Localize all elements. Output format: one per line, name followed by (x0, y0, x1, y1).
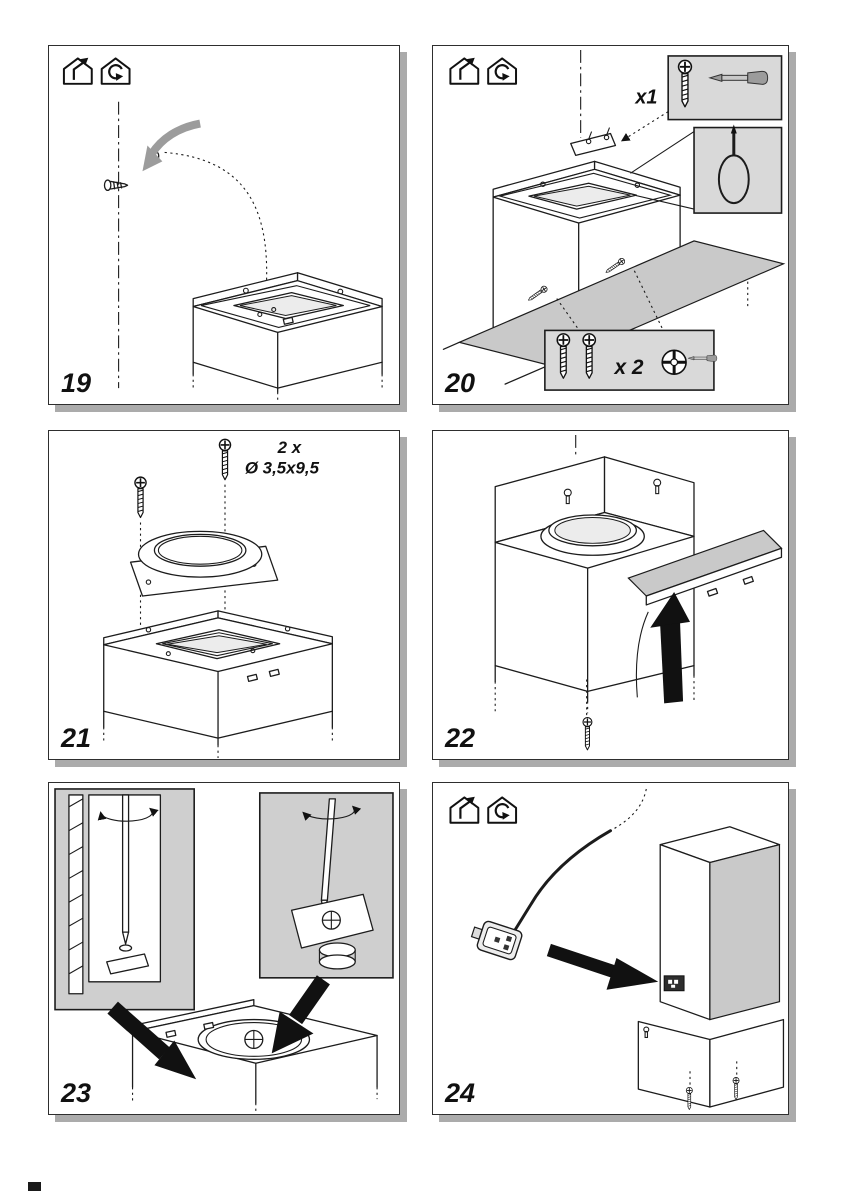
house-recirculation-icon (100, 57, 131, 85)
pointer-arrow-right (271, 975, 330, 1054)
hood-chimney-drawing (659, 826, 781, 1021)
mode-icons (449, 56, 518, 85)
shelf-screws (526, 256, 665, 333)
house-exhaust-arrow-icon (449, 795, 480, 824)
shelf-band-drawing (442, 240, 786, 387)
house-exhaust-arrow-icon (449, 56, 480, 85)
screw-size-label: Ø 3,5x9,5 (245, 459, 320, 478)
rotate-arrow (97, 807, 159, 822)
step-number-24: 24 (445, 1078, 476, 1108)
power-cable (509, 829, 612, 938)
step-panel-22: 22 (432, 430, 789, 760)
rotate-arrow (302, 805, 362, 821)
step-number-23: 23 (61, 1078, 92, 1108)
callout-box-single-screw: x1 (620, 55, 783, 142)
step-number-21: 21 (61, 723, 92, 753)
step-23-illustration (54, 788, 394, 1114)
fixing-screw (582, 716, 593, 751)
cover-panel-drawing (627, 529, 783, 606)
step-number-20: 20 (445, 368, 476, 398)
pointer-arrow-left (107, 1001, 197, 1080)
insert-up-arrow (635, 592, 691, 704)
detail-inset-right (258, 792, 394, 979)
step-number-19: 19 (61, 368, 92, 398)
power-cable-dotted (610, 788, 647, 832)
step-21-illustration: 2 x Ø 3,5x9,5 (103, 438, 333, 759)
step-19-illustration (62, 56, 383, 401)
step-panel-19: 19 (48, 45, 400, 405)
screw-count-label: x 2 (613, 356, 643, 379)
wall-bracket-drawing (570, 127, 617, 157)
plug-in-arrow (546, 943, 659, 990)
hood-interior-drawing (131, 999, 378, 1114)
hood-lower-body-drawing (637, 1018, 785, 1111)
hood-body-drawing (492, 160, 681, 329)
hang-guide-arc (164, 151, 268, 297)
mode-icons (449, 795, 518, 824)
screwdriver-shaft (121, 794, 130, 933)
power-socket (663, 975, 685, 992)
power-plug (470, 920, 523, 961)
step-24-illustration (449, 788, 785, 1111)
phillips-head-icon (660, 348, 688, 376)
wall-screw-icon (103, 179, 129, 192)
hood-body-drawing (103, 610, 333, 759)
step-20-illustration: x1 x 2 (442, 49, 786, 391)
page-edge-mark (28, 1182, 41, 1191)
step-panel-24: 24 (432, 782, 789, 1115)
hood-body-drawing (192, 272, 383, 401)
step-22-illustration (494, 434, 783, 751)
quantity-label: 2 x (277, 438, 302, 457)
house-recirculation-icon (487, 57, 518, 85)
house-recirculation-icon (487, 796, 518, 824)
screw-count-label: x1 (634, 87, 657, 109)
duct-flange-drawing (129, 530, 279, 597)
callout-box-hand-driver (630, 124, 783, 214)
step-panel-20: x1 x 2 20 (432, 45, 789, 405)
house-exhaust-arrow-icon (62, 56, 93, 85)
hood-body-drawing (494, 456, 695, 751)
step-panel-21: 2 x Ø 3,5x9,5 (48, 430, 400, 760)
hang-direction-arrow (142, 119, 201, 172)
detail-inset-left (54, 788, 195, 1011)
callout-box-two-screws: x 2 (544, 329, 718, 391)
step-number-22: 22 (445, 723, 476, 753)
step-panel-23: 23 (48, 782, 400, 1115)
mode-icons (62, 56, 131, 85)
